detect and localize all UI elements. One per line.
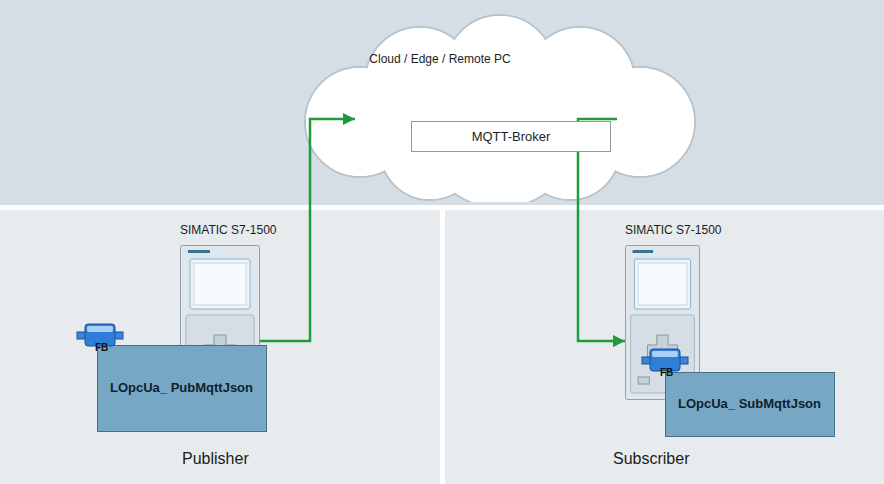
node-text: LOpcUa_ SubMqttJson [666,396,829,412]
publisher-panel: SIMATIC S7-1500LOpcUa_ PubMqttJson FB Publ… [0,210,440,484]
top-band [0,0,884,205]
function-block: LOpcUa_ PubMqttJson FB [97,345,267,432]
device-heading: SIMATIC S7-1500 [180,223,276,237]
subscriber-panel: SIMATIC S7-1500LOpcUa_ SubMqttJsonFBSubs… [445,210,884,484]
cloud-shape [300,12,700,202]
fb-tag: FB [660,367,673,378]
node-text: MQTT-Broker [411,121,611,152]
cloud-node: MQTT-Broker Cloud / Edge / Remote PC [300,12,700,202]
function-block: LOpcUa_ SubMqttJsonFB [665,372,835,437]
role-label: Publisher [182,450,249,468]
node-text: LOpcUa_ PubMqttJson [98,380,261,396]
role-label: Subscriber [613,450,689,468]
device-heading: SIMATIC S7-1500 [625,223,721,237]
node-text: Cloud / Edge / Remote PC [355,52,525,66]
fb-tag: FB [95,342,108,353]
